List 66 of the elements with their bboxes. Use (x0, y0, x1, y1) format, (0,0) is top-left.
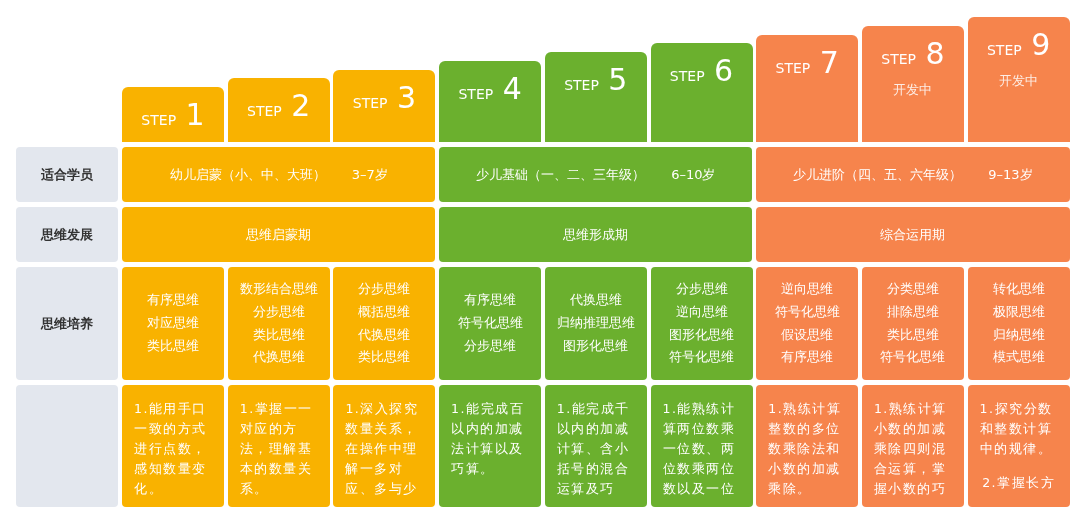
skill-item: 类比思维 (886, 325, 939, 344)
goal-cell: 1.熟练计算小数的加减乘除四则混合运算，掌握小数的巧 (861, 385, 964, 507)
skill-item: 逆向思维 (675, 302, 728, 321)
skill-item: 分步思维 (252, 302, 305, 321)
skill-item: 符号化思维 (669, 348, 734, 367)
stage-cell: 思维启蒙期 (122, 207, 436, 262)
goal-text: 2.掌握长方 (981, 474, 1057, 492)
step-label: STEP 8 (881, 35, 945, 71)
skill-item: 代换思维 (569, 291, 622, 310)
audience-text: 少儿进阶（四、五、六年级） (793, 165, 963, 184)
audience-text: 幼儿启蒙（小、中、大班） (169, 165, 326, 184)
goal-cell: 1.能熟练计算两位数乘一位数、两位数乘两位数以及一位 (650, 385, 753, 507)
stage-cell: 思维形成期 (439, 207, 753, 262)
skill-item: 分步思维 (675, 280, 728, 298)
row-header: 思维发展 (16, 207, 118, 262)
skill-item: 极限思维 (992, 302, 1045, 321)
skill-item: 转化思维 (992, 280, 1045, 298)
skill-item: 归纳思维 (992, 325, 1045, 344)
row-header: 思维培养 (16, 267, 118, 380)
audience-text: 少儿基础（一、二、三年级） (476, 165, 646, 184)
age-range: 6–10岁 (671, 165, 716, 184)
goal-cell: 1.能完成千以内的加减计算、含小括号的混合运算及巧 (544, 385, 647, 507)
step-tab: STEP 7 (756, 34, 859, 142)
status-text: 开发中 (999, 72, 1039, 90)
skill-item: 类比思维 (147, 336, 199, 355)
age-range: 9–13岁 (988, 165, 1033, 184)
skill-item: 逆向思维 (781, 280, 834, 298)
skill-item: 符号化思维 (880, 348, 946, 367)
skill-item: 概括思维 (358, 302, 411, 321)
skill-item: 有序思维 (464, 291, 517, 310)
row-header: 适合学员 (16, 147, 118, 202)
stage-cell: 综合运用期 (756, 207, 1070, 262)
skill-item: 模式思维 (992, 348, 1045, 367)
step-tab: STEP 6 (650, 43, 753, 142)
goal-cell: 1.深入探究数量关系，在操作中理解一多对应、多与少 (333, 385, 436, 507)
skill-item: 归纳推理思维 (556, 314, 635, 333)
skill-item: 对应思维 (147, 314, 199, 333)
skill-item: 有序思维 (781, 348, 834, 367)
skill-item: 分步思维 (358, 280, 411, 298)
goal-cell: 1.能完成百以内的加减法计算以及巧算。 (439, 385, 542, 507)
skill-item: 符号化思维 (457, 314, 523, 333)
step-tab: STEP 3 (333, 69, 436, 142)
step-tab: STEP 2 (227, 78, 330, 142)
skill-item: 有序思维 (147, 291, 199, 310)
skill-item: 符号化思维 (774, 302, 840, 321)
status-text: 开发中 (893, 80, 933, 99)
skill-item: 排除思维 (886, 302, 939, 321)
goal-cell: 1.熟练计算整数的多位数乘除法和小数的加减乘除。 (756, 385, 859, 507)
skill-item: 代换思维 (358, 325, 411, 344)
step-tab: STEP 4 (439, 60, 542, 142)
skill-item: 图形化思维 (669, 325, 734, 344)
skill-item: 假设思维 (781, 325, 834, 344)
goal-cell: 1.能用手口一致的方式进行点数，感知数量变化。 (122, 385, 224, 507)
step-tab: STEP 5 (544, 52, 647, 142)
skill-item: 类比思维 (358, 348, 411, 367)
skill-item: 类比思维 (252, 325, 305, 344)
step-tab: STEP 1 (122, 87, 224, 142)
step-label: STEP 9 (986, 27, 1051, 62)
skill-item: 代换思维 (252, 348, 305, 367)
skill-item: 分步思维 (464, 336, 517, 355)
skill-item: 图形化思维 (563, 336, 629, 355)
goal-text: 1.探究分数和整数计算中的规律。 (978, 400, 1054, 458)
goal-cell: 1.掌握一一对应的方法，理解基本的数量关系。 (227, 385, 330, 507)
skill-item: 数形结合思维 (239, 280, 318, 298)
age-range: 3–7岁 (351, 165, 388, 184)
skill-item: 分类思维 (886, 280, 939, 298)
